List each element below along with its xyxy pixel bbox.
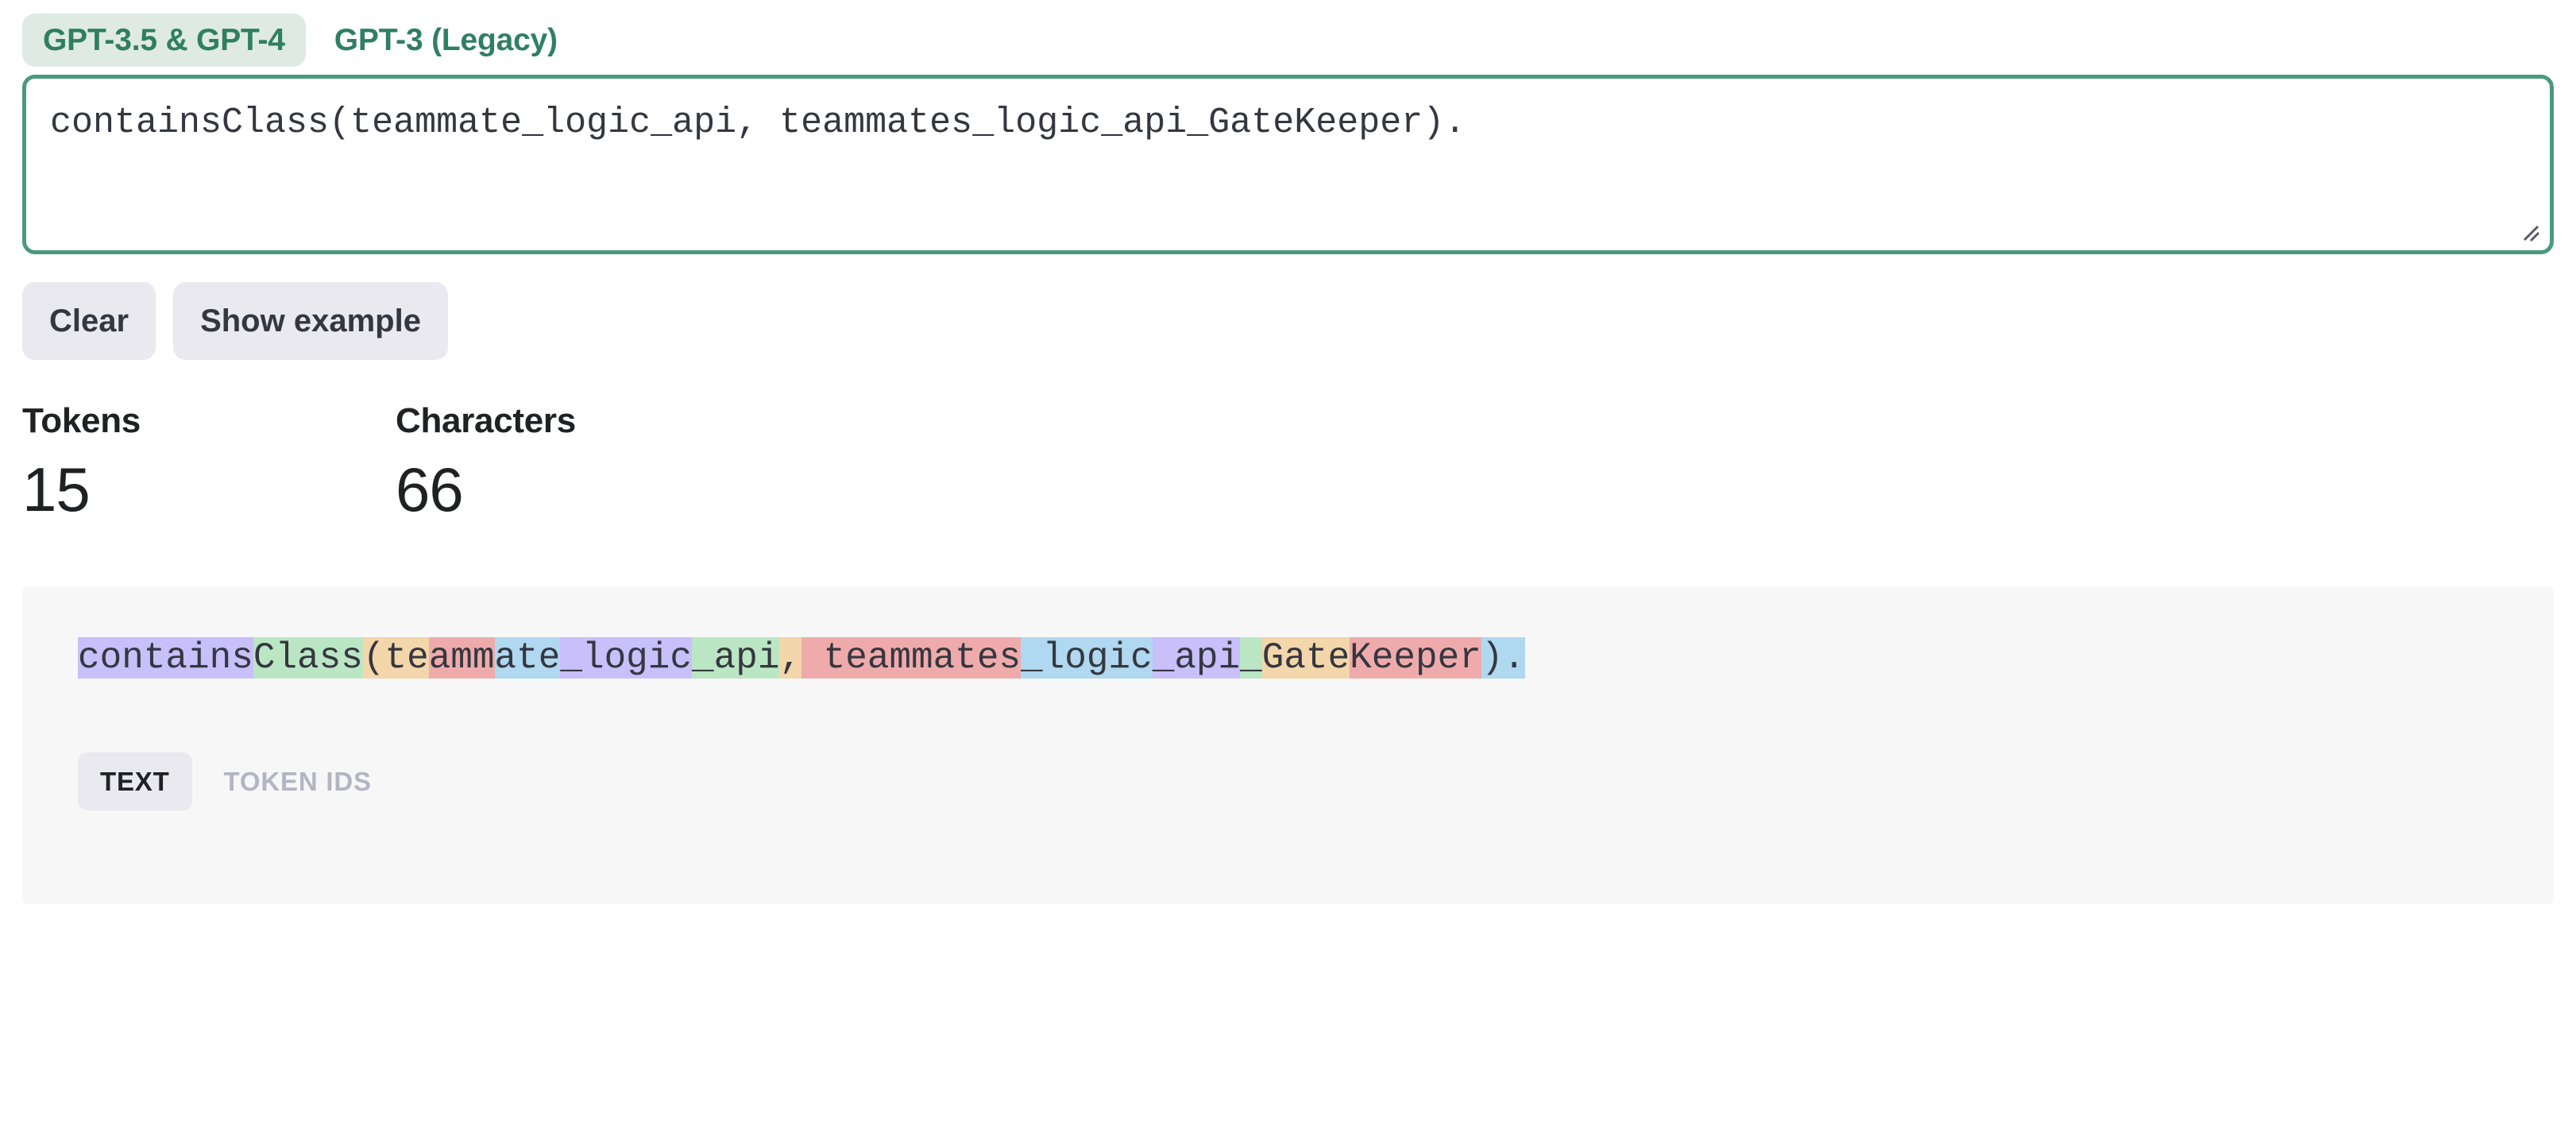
token-chip: (te	[362, 637, 429, 679]
input-area	[22, 75, 2554, 254]
token-chip: ate	[494, 637, 561, 679]
model-tab-gpt3-legacy[interactable]: GPT-3 (Legacy)	[334, 22, 558, 57]
stat-tokens: Tokens 15	[22, 401, 396, 569]
stat-characters-value: 66	[396, 454, 464, 525]
model-tab-gpt35-gpt4[interactable]: GPT-3.5 & GPT-4	[22, 13, 306, 67]
token-chip: _logic	[560, 637, 692, 679]
token-chip: _logic	[1021, 637, 1153, 679]
text-input[interactable]	[22, 75, 2554, 254]
action-bar: Clear Show example	[22, 278, 2554, 364]
token-chip: Gate	[1261, 637, 1350, 679]
token-chip: _api	[692, 637, 780, 679]
token-chip: ).	[1481, 637, 1526, 679]
show-example-button[interactable]: Show example	[173, 282, 448, 360]
results-panel: containsClass(teammate_logic_api, teamma…	[22, 586, 2554, 904]
model-tab-bar: GPT-3.5 & GPT-4 GPT-3 (Legacy)	[22, 0, 2554, 67]
tokenized-text: containsClass(teammate_logic_api, teamma…	[78, 634, 2498, 683]
stats-row: Tokens 15 Characters 66	[22, 401, 2554, 569]
token-chip: Class	[253, 637, 363, 679]
token-chip: _api	[1152, 637, 1241, 679]
clear-button[interactable]: Clear	[22, 282, 156, 360]
token-chip: ,	[779, 637, 802, 679]
stat-characters: Characters 66	[396, 401, 576, 569]
stat-characters-label: Characters	[396, 401, 576, 440]
view-tab-text[interactable]: TEXT	[78, 752, 192, 810]
token-chip: amm	[428, 637, 495, 679]
token-chip: _	[1240, 637, 1262, 679]
stat-tokens-label: Tokens	[22, 401, 141, 440]
token-chip: teammates	[801, 637, 1022, 679]
view-tab-token-ids[interactable]: TOKEN IDS	[223, 766, 372, 796]
stat-tokens-value: 15	[22, 454, 91, 525]
token-chip: Keeper	[1350, 637, 1481, 679]
token-chip: contains	[78, 637, 253, 679]
results-view-tabs: TEXT TOKEN IDS	[78, 752, 2498, 810]
